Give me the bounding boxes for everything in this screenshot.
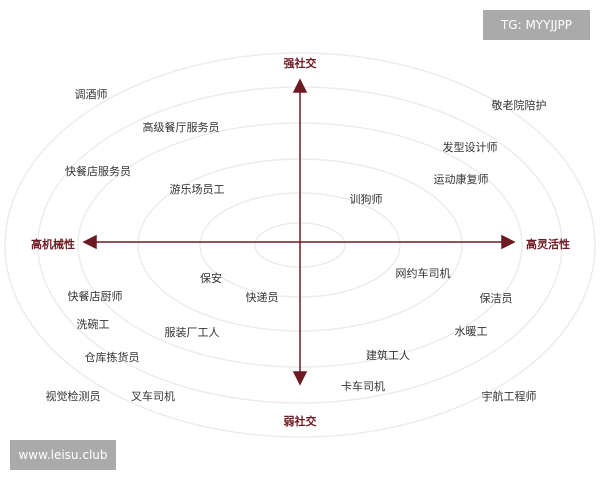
job-label: 快餐店服务员 bbox=[65, 165, 131, 178]
job-label: 训狗师 bbox=[349, 193, 383, 206]
job-label: 仓库拣货员 bbox=[84, 351, 140, 364]
job-label: 发型设计师 bbox=[442, 141, 498, 154]
axis-label-bottom: 弱社交 bbox=[283, 415, 317, 428]
job-label: 运动康复师 bbox=[433, 173, 489, 186]
ring bbox=[4, 52, 596, 438]
job-label: 洗碗工 bbox=[76, 318, 110, 331]
job-label: 叉车司机 bbox=[131, 390, 175, 403]
job-label: 高级餐厅服务员 bbox=[142, 121, 220, 134]
job-label: 卡车司机 bbox=[341, 380, 385, 393]
job-label: 网约车司机 bbox=[395, 267, 451, 280]
axis-label-top: 强社交 bbox=[283, 57, 317, 70]
job-label: 视觉检测员 bbox=[45, 390, 101, 403]
job-label: 快递员 bbox=[245, 291, 279, 304]
job-label: 服装厂工人 bbox=[164, 326, 220, 339]
job-label: 建筑工人 bbox=[366, 349, 410, 362]
job-label: 敬老院陪护 bbox=[491, 99, 547, 112]
job-label: 水暖工 bbox=[454, 325, 488, 338]
job-label: 宇航工程师 bbox=[481, 390, 537, 403]
job-label: 快餐店厨师 bbox=[67, 290, 123, 303]
job-label: 保洁员 bbox=[479, 292, 513, 305]
watermark-top-right: TG: MYYJJPP bbox=[483, 10, 590, 40]
job-label: 游乐场员工 bbox=[169, 183, 225, 196]
job-label: 保安 bbox=[200, 272, 222, 285]
axis-label-left: 高机械性 bbox=[31, 238, 75, 251]
axis-label-right: 高灵活性 bbox=[526, 238, 570, 251]
arrow-down-icon bbox=[292, 371, 308, 386]
watermark-bottom-left: www.leisu.club bbox=[10, 440, 116, 470]
arrow-right-icon bbox=[501, 234, 516, 250]
arrow-up-icon bbox=[292, 78, 308, 93]
job-label: 调酒师 bbox=[74, 88, 108, 101]
arrow-left-icon bbox=[82, 234, 97, 250]
